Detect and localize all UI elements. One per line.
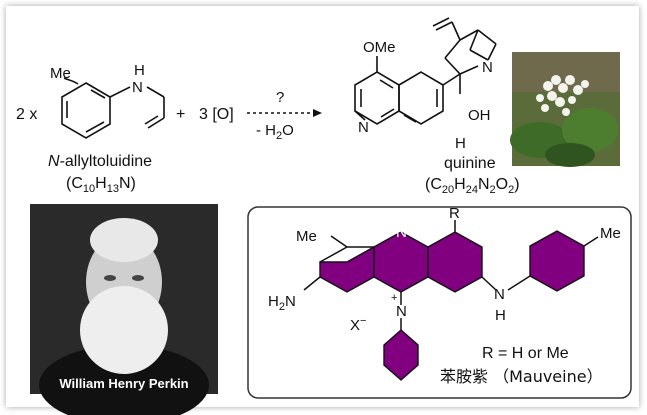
- mauveine-ring-left: [319, 245, 375, 293]
- mauveine-nh-h: H: [495, 307, 506, 324]
- mauveine-h2n: H2N: [268, 293, 296, 313]
- methoxy-label: OMe: [363, 39, 396, 56]
- portrait-caption: William Henry Perkin: [59, 376, 188, 391]
- reaction-arrow: [247, 109, 322, 117]
- mauveine-me-left: Me: [296, 228, 317, 245]
- cinchona-photo: [510, 52, 620, 167]
- mauveine-plus: +: [391, 292, 397, 304]
- mauveine-r: R: [449, 205, 460, 222]
- reaction-labels: 2 x Me N H + 3 [O] ? - H2O N-allyltoluid…: [16, 39, 520, 196]
- mauveine-ring-center: [373, 231, 429, 293]
- toluidine-ring: [61, 77, 165, 139]
- mauveine-counterion: X−: [350, 315, 366, 334]
- quinuclidine-n: N: [482, 59, 493, 76]
- hydrogen-label: H: [455, 135, 466, 152]
- mauveine-n-top: N: [396, 224, 407, 241]
- quinine-name: quinine: [444, 155, 496, 172]
- mauveine-labels: R Me Me N N + H2N X− N H R = H or Me 苯胺紫…: [268, 205, 621, 386]
- mauveine-ring-tolyl: [529, 230, 585, 292]
- mauveine-n-plus: N: [396, 303, 407, 320]
- plus-sign: +: [176, 106, 185, 123]
- allyltoluidine-formula: (C10H13N): [66, 175, 136, 195]
- amine-n: N: [132, 79, 143, 96]
- arrow-water: - H2O: [256, 122, 294, 142]
- hydroxyl-label: OH: [468, 107, 491, 124]
- methyl-label: Me: [50, 65, 71, 82]
- allyltoluidine-name: N-allyltoluidine: [48, 153, 152, 170]
- reaction-scheme: [61, 17, 497, 139]
- quinoline-rings: [354, 17, 497, 125]
- amine-h: H: [134, 62, 145, 79]
- mauveine-box: [247, 206, 632, 399]
- arrow-question: ?: [276, 89, 284, 106]
- quinoline-n: N: [358, 119, 369, 136]
- mauveine-me-right: Me: [600, 225, 621, 242]
- mauveine-nh-n: N: [494, 286, 505, 303]
- coefficient-2x: 2 x: [16, 106, 37, 123]
- mauveine-ring-right: [427, 231, 483, 293]
- mauveine-structure: [303, 220, 599, 381]
- quinine-formula: (C20H24N2O2): [425, 176, 520, 196]
- r-definition: R = H or Me: [482, 345, 569, 362]
- oxidant: 3 [O]: [199, 106, 234, 123]
- mauveine-name: 苯胺紫 （Mauveine）: [440, 367, 603, 386]
- perkin-portrait: William Henry Perkin: [30, 204, 218, 415]
- mauveine-ring-phenyl: [383, 329, 419, 381]
